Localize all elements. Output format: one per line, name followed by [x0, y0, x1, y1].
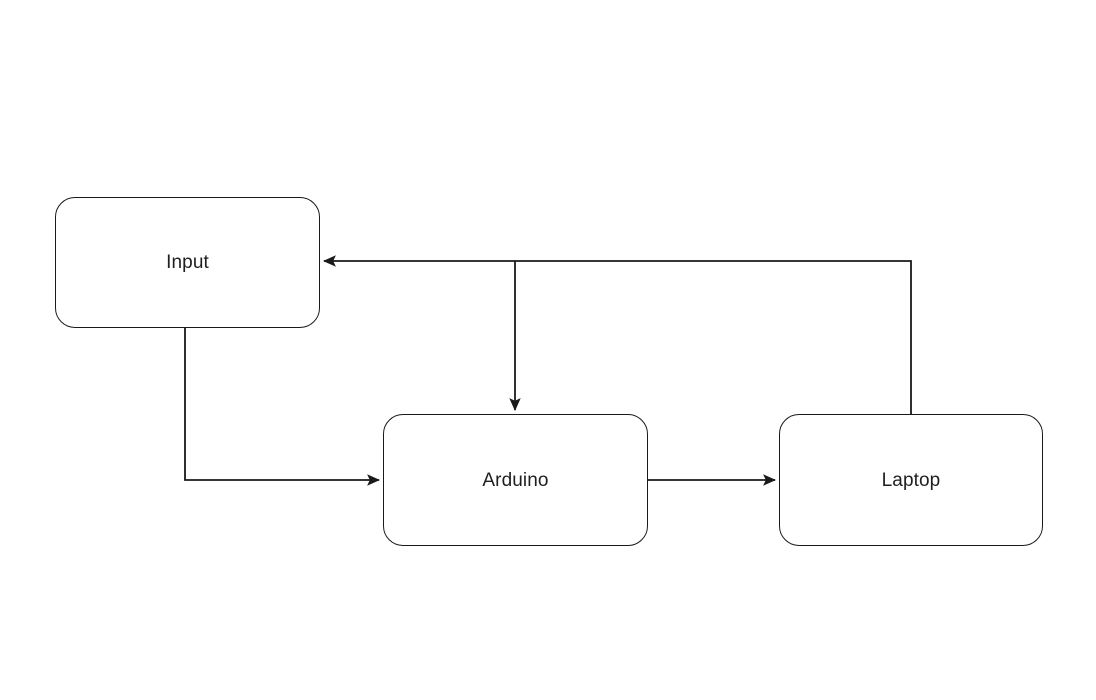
node-laptop-label: Laptop [881, 469, 941, 491]
node-input-label: Input [166, 252, 209, 273]
node-arduino-label: Arduino [482, 469, 549, 491]
node-arduino[interactable]: Arduino [383, 414, 648, 546]
node-laptop[interactable]: Laptop [779, 414, 1043, 546]
edge-input-to-arduino [184, 328, 381, 486]
edge-laptop-to-input [322, 255, 912, 414]
node-input[interactable]: Input [55, 197, 320, 328]
